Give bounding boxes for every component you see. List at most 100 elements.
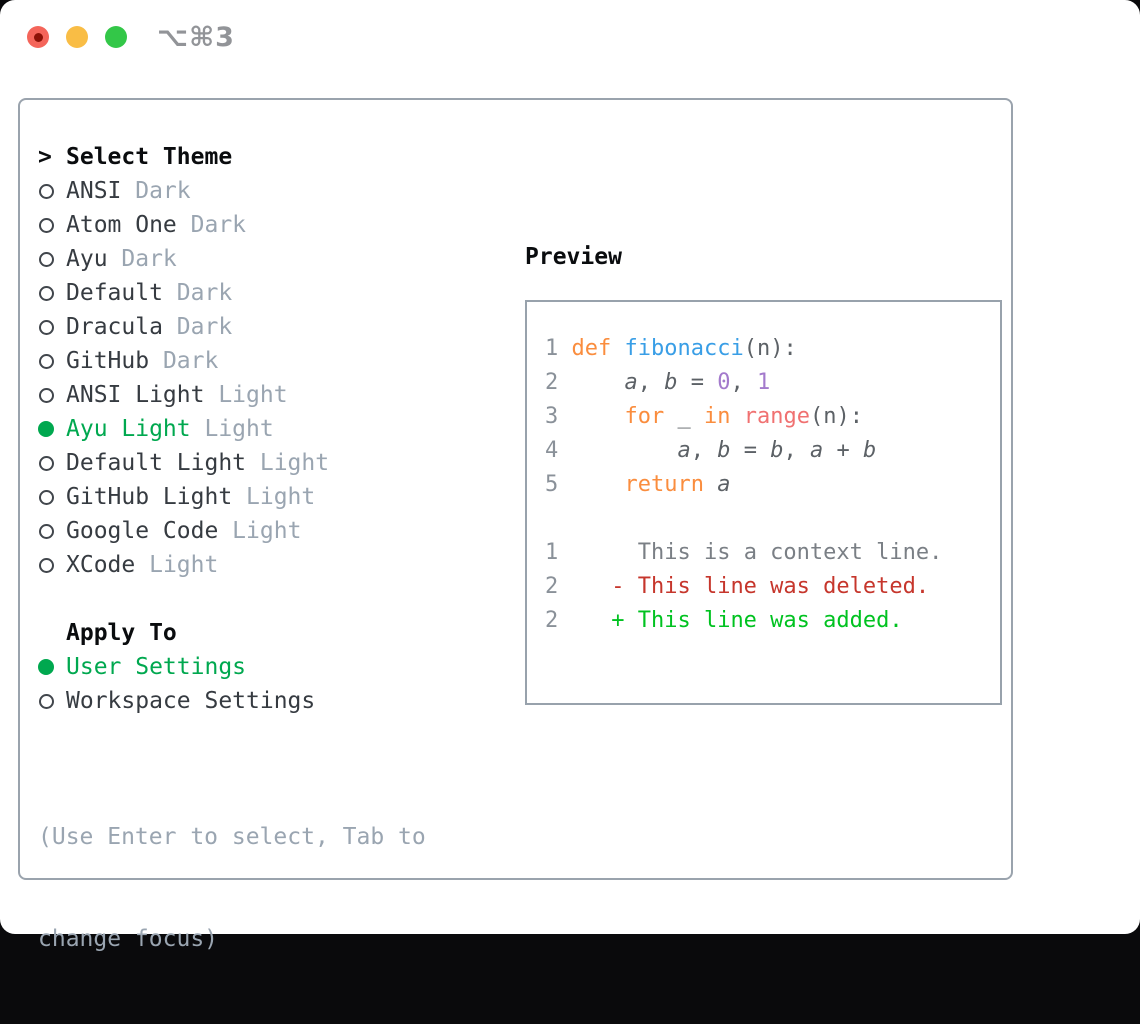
theme-name: XCode <box>66 552 136 578</box>
preview-title: Preview <box>525 244 622 270</box>
theme-option-ansi-light-label: ANSI Light Light <box>66 382 288 408</box>
radio-icon <box>39 251 54 267</box>
theme-option-ayu-light[interactable]: Ayu Light Light <box>38 412 1011 446</box>
window-title-shortcut: ⌥⌘3 <box>157 21 235 53</box>
code-token: (n): <box>743 336 797 361</box>
code-token: 2 <box>545 608 559 633</box>
theme-name: Dracula <box>66 314 163 340</box>
code-token: = <box>730 438 771 463</box>
apply-option-user-settings[interactable]: User Settings <box>38 650 1011 684</box>
theme-name: Default <box>66 280 163 306</box>
theme-option-default-light[interactable]: Default Light Light <box>38 446 1011 480</box>
theme-option-default-light-label: Default Light Light <box>66 450 329 476</box>
code-token: fibonacci <box>624 336 744 361</box>
radio-icon <box>39 319 54 335</box>
code-token: This is a context line. <box>637 540 943 565</box>
code-token: + This line was added. <box>611 608 903 633</box>
code-token: a <box>717 472 731 497</box>
theme-option-xcode-label: XCode Light <box>66 552 218 578</box>
theme-variant: Light <box>218 518 302 544</box>
code-token: 4 <box>545 438 559 463</box>
theme-name: Ayu <box>66 246 108 272</box>
theme-option-github-light[interactable]: GitHub Light Light <box>38 480 1011 514</box>
theme-option-ansi-light[interactable]: ANSI Light Light <box>38 378 1011 412</box>
theme-option-ansi-label: ANSI Dark <box>66 178 191 204</box>
theme-name: Google Code <box>66 518 219 544</box>
theme-option-github[interactable]: GitHub Dark <box>38 344 1011 378</box>
radio-icon <box>39 387 54 403</box>
theme-option-atom-one[interactable]: Atom One Dark <box>38 208 1011 242</box>
radio-selected-icon <box>38 421 54 437</box>
code-token: 5 <box>545 472 559 497</box>
theme-variant: Light <box>232 484 316 510</box>
select-theme-header: > Select Theme <box>38 140 1011 174</box>
theme-name: ANSI <box>66 178 122 204</box>
radio-icon <box>39 557 54 573</box>
code-token: def <box>571 336 612 361</box>
preview-line <box>545 502 1000 536</box>
theme-option-xcode[interactable]: XCode Light <box>38 548 1011 582</box>
preview-line: 1 def fibonacci(n): <box>545 332 1000 366</box>
code-token: a <box>677 438 691 463</box>
minimize-button[interactable] <box>66 26 88 48</box>
code-token: 1 <box>545 540 559 565</box>
code-token: return <box>624 472 704 497</box>
apply-option-name: Workspace Settings <box>66 688 316 714</box>
theme-name: Atom One <box>66 212 177 238</box>
titlebar: ⌥⌘3 <box>0 0 1140 74</box>
theme-option-ayu[interactable]: Ayu Dark <box>38 242 1011 276</box>
code-token <box>558 574 611 599</box>
preview-line: 2 + This line was added. <box>545 604 1000 638</box>
radio-icon <box>39 693 54 709</box>
code-token: b <box>717 438 731 463</box>
theme-variant: Light <box>246 450 330 476</box>
theme-option-ansi[interactable]: ANSI Dark <box>38 174 1011 208</box>
theme-option-google-code[interactable]: Google Code Light <box>38 514 1011 548</box>
code-token <box>558 336 571 361</box>
code-token: , <box>783 438 810 463</box>
cursor-arrow-icon: > <box>38 144 52 170</box>
code-token <box>558 608 611 633</box>
code-token: , <box>637 370 665 395</box>
apply-to-header: Apply To <box>38 616 1011 650</box>
apply-option-workspace-settings[interactable]: Workspace Settings <box>38 684 1011 718</box>
preview-line: 2 a, b = 0, 1 <box>545 366 1000 400</box>
preview-line: 3 for _ in range(n): <box>545 400 1000 434</box>
code-token: 1 <box>545 336 559 361</box>
preview-line: 2 - This line was deleted. <box>545 570 1000 604</box>
apply-to-title: Apply To <box>66 620 177 646</box>
code-token: = <box>677 370 718 395</box>
theme-variant: Dark <box>176 212 247 238</box>
code-token: b <box>770 438 784 463</box>
theme-option-google-code-label: Google Code Light <box>66 518 301 544</box>
code-token: _ <box>664 404 704 429</box>
theme-option-default-label: Default Dark <box>66 280 232 306</box>
code-token: 1 <box>756 370 771 395</box>
hint-text: (Use Enter to select, Tab to change focu… <box>38 752 1011 1024</box>
theme-option-dracula[interactable]: Dracula Dark <box>38 310 1011 344</box>
theme-option-github-light-label: GitHub Light Light <box>66 484 315 510</box>
theme-option-default[interactable]: Default Dark <box>38 276 1011 310</box>
code-token <box>558 370 624 395</box>
theme-variant: Dark <box>162 314 233 340</box>
theme-option-ayu-label: Ayu Dark <box>66 246 177 272</box>
code-token: 0 <box>717 370 731 395</box>
code-token: b <box>664 370 678 395</box>
code-token <box>558 540 637 565</box>
theme-name: Default Light <box>66 450 247 476</box>
radio-selected-icon <box>38 659 54 675</box>
radio-icon <box>39 489 54 505</box>
close-button-dot-icon <box>33 32 43 42</box>
theme-name: GitHub <box>66 348 150 374</box>
maximize-button[interactable] <box>105 26 127 48</box>
select-theme-title: Select Theme <box>66 144 233 170</box>
hint-line-2: change focus) <box>38 926 219 952</box>
close-button[interactable] <box>27 26 49 48</box>
code-token: + <box>823 438 863 463</box>
code-token: range <box>743 404 810 429</box>
theme-name: ANSI Light <box>66 382 205 408</box>
code-token: , <box>730 370 757 395</box>
